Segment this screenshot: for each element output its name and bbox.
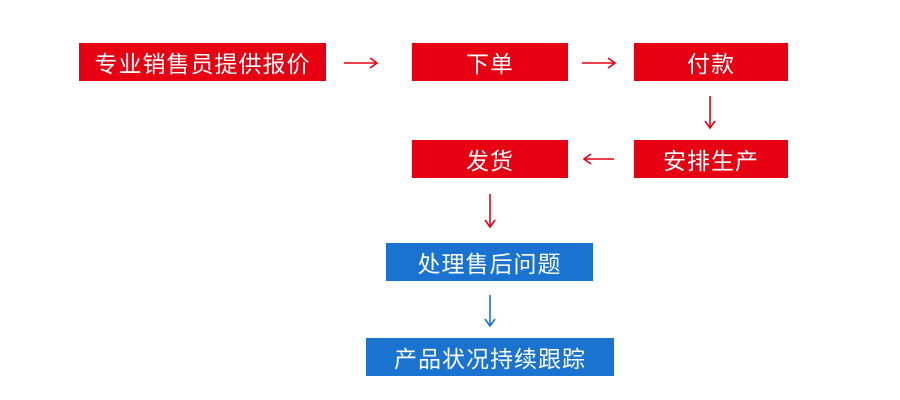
step-quote-label: 专业销售员提供报价 — [94, 52, 311, 78]
arrow-left-icon — [582, 153, 614, 165]
step-production-box: 安排生产 — [634, 140, 788, 178]
step-production-label: 安排生产 — [663, 149, 759, 175]
step-tracking-box: 产品状况持续跟踪 — [366, 338, 614, 376]
step-payment-box: 付款 — [634, 43, 788, 81]
step-order-box: 下单 — [412, 43, 568, 81]
arrow-right-icon — [344, 57, 379, 69]
step-shipping-label: 发货 — [466, 149, 514, 175]
step-payment-label: 付款 — [687, 52, 735, 78]
step-shipping-box: 发货 — [412, 140, 568, 178]
step-quote-box: 专业销售员提供报价 — [79, 43, 326, 81]
step-after-sales-label: 处理售后问题 — [417, 252, 562, 278]
step-tracking-label: 产品状况持续跟踪 — [394, 347, 586, 373]
arrow-down-icon — [484, 295, 496, 328]
arrow-down-icon — [704, 96, 716, 130]
step-order-label: 下单 — [466, 52, 514, 78]
step-after-sales-box: 处理售后问题 — [386, 243, 593, 281]
arrow-down-icon — [484, 194, 496, 229]
arrow-right-icon — [582, 57, 617, 69]
